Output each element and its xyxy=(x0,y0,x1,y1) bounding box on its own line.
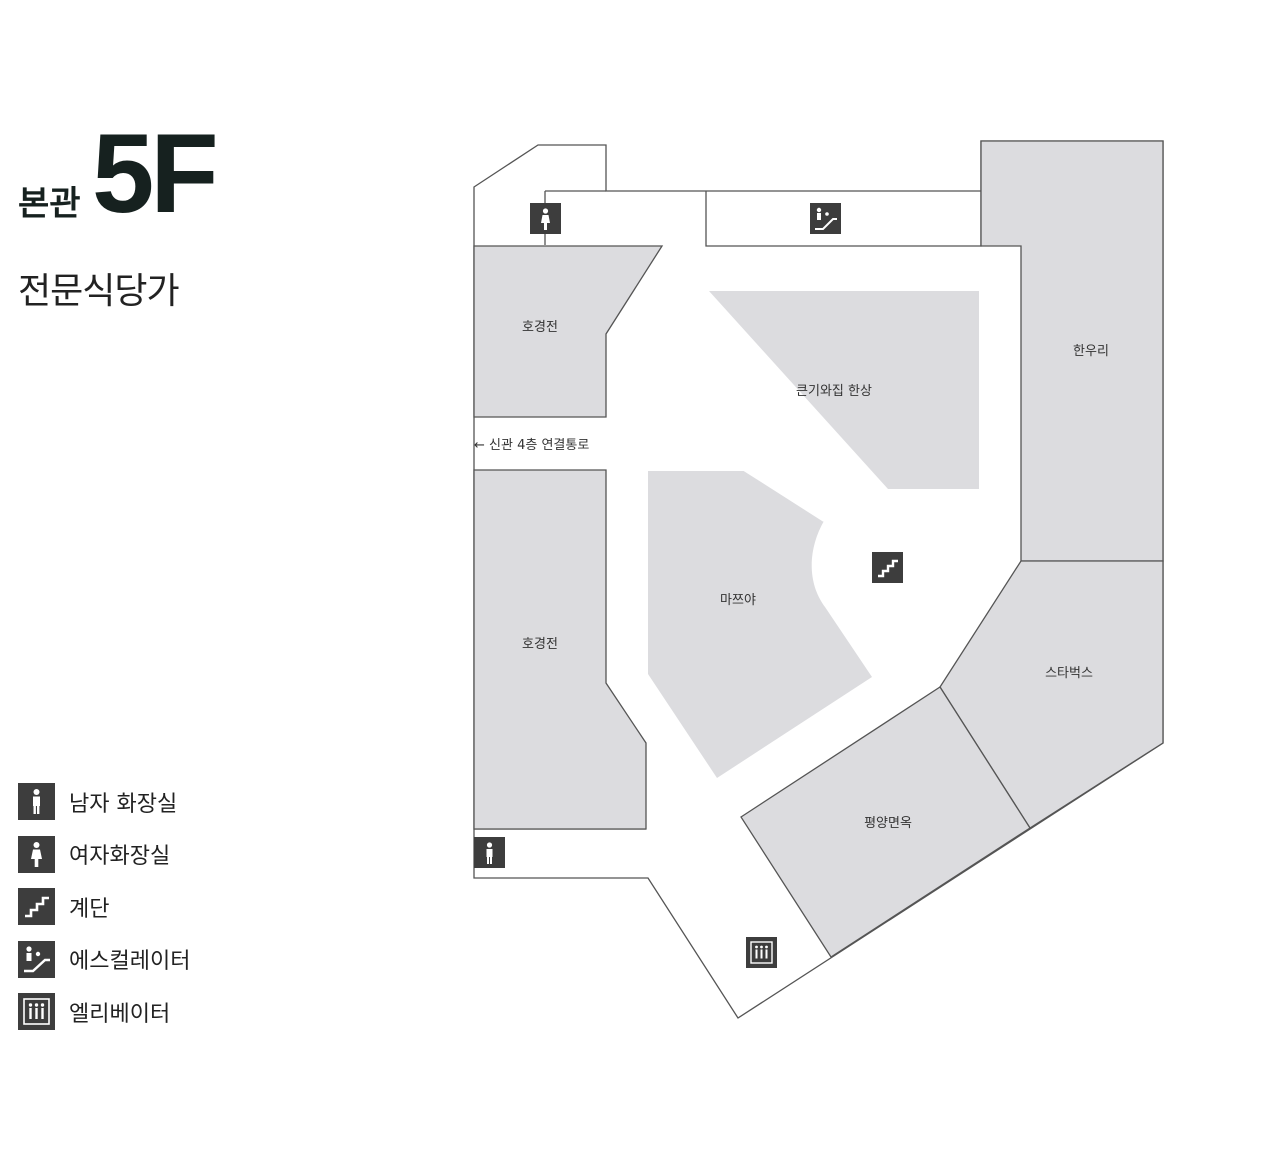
store-starbucks[interactable] xyxy=(939,560,1164,829)
connection-passage-label: ← 신관 4층 연결통로 xyxy=(474,438,589,453)
female-restroom-icon[interactable] xyxy=(530,203,561,234)
elevator-icon xyxy=(18,993,55,1030)
female-restroom-icon xyxy=(18,835,55,873)
store-label: 스타벅스 xyxy=(1045,666,1093,681)
store-majjeuya[interactable] xyxy=(648,470,872,778)
legend-item-elevator: 엘리베이터 xyxy=(18,993,190,1030)
escalator-icon[interactable] xyxy=(810,203,841,234)
legend-item-escalator: 에스컬레이터 xyxy=(18,940,191,978)
escalator-icon xyxy=(18,940,55,978)
building-name: 본관 xyxy=(18,184,81,224)
legend-label: 에스컬레이터 xyxy=(69,949,191,974)
store-label: 마쯔야 xyxy=(720,593,756,608)
legend-label: 여자화장실 xyxy=(69,844,171,869)
stairs-icon xyxy=(18,888,55,925)
legend-item-male-restroom: 남자 화장실 xyxy=(18,783,190,820)
male-restroom-icon xyxy=(18,783,55,820)
store-hogyeongjeon-bottom[interactable] xyxy=(473,469,647,830)
store-label: 호경전 xyxy=(522,637,558,652)
stairs-icon[interactable] xyxy=(872,552,903,583)
store-hogyeongjeon-top[interactable] xyxy=(473,245,664,418)
store-label: 평양면옥 xyxy=(864,816,912,831)
map-legend: 남자 화장실 여자화장실 계단 에스컬레이터 엘리베이터 xyxy=(18,783,190,1046)
store-label: 호경전 xyxy=(522,320,558,335)
elevator-icon[interactable] xyxy=(746,937,777,968)
male-restroom-icon[interactable] xyxy=(474,837,505,868)
legend-item-female-restroom: 여자화장실 xyxy=(18,835,190,873)
floor-number: 5F xyxy=(92,111,219,236)
legend-label: 남자 화장실 xyxy=(69,791,178,817)
store-label: 한우리 xyxy=(1073,344,1109,359)
floor-subtitle: 전문식당가 xyxy=(18,271,180,312)
store-label: 큰기와집 한상 xyxy=(796,384,872,399)
legend-label: 엘리베이터 xyxy=(69,1001,171,1027)
legend-item-stairs: 계단 xyxy=(18,888,190,925)
store-keungiwajip[interactable] xyxy=(709,291,979,489)
legend-label: 계단 xyxy=(69,896,110,922)
store-pyeongyang[interactable] xyxy=(740,686,1031,958)
